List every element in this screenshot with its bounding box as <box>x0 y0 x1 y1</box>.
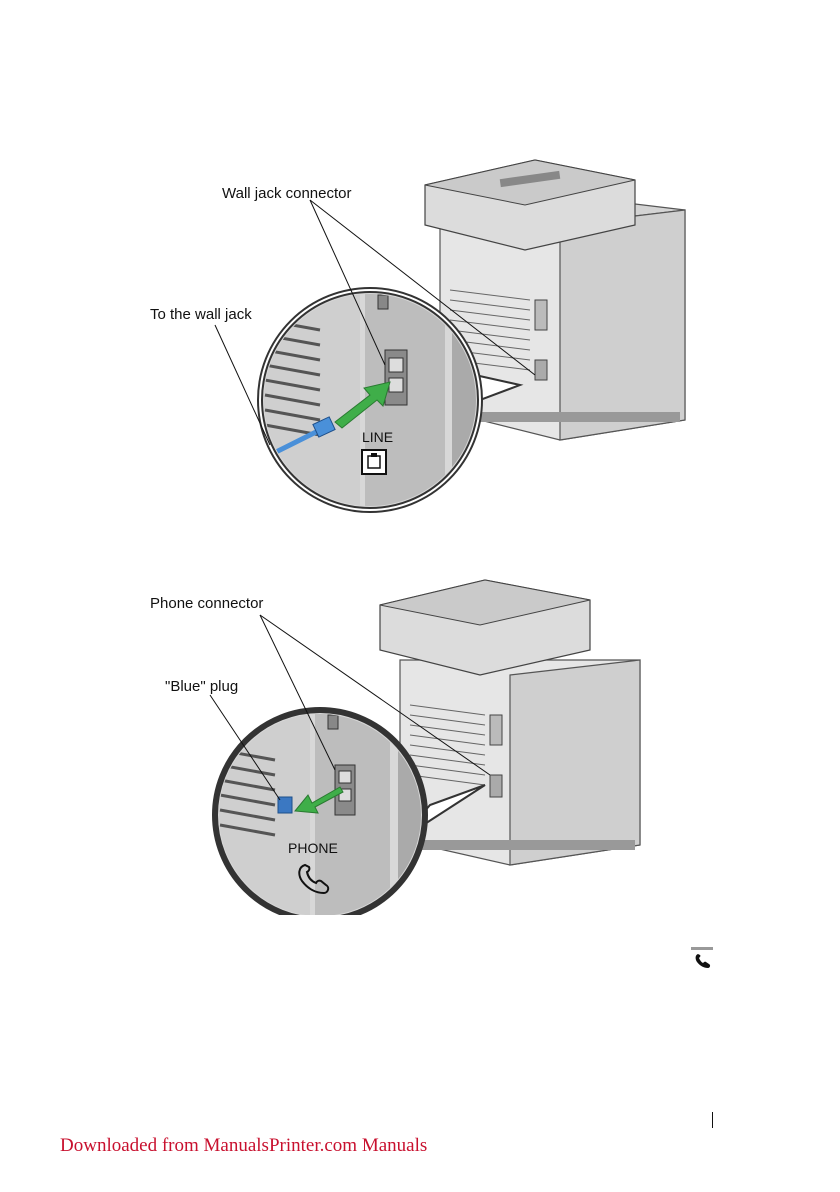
printer-illustration-2: PHONE <box>140 575 700 915</box>
manualsprinter-download-link[interactable]: Downloaded from ManualsPrinter.com Manua… <box>60 1135 427 1157</box>
phone-port-label: PHONE <box>288 840 338 856</box>
page-number-rule <box>712 1112 713 1128</box>
blue-plug-callout: "Blue" plug <box>165 678 238 695</box>
line-port-label: LINE <box>362 429 393 445</box>
line-jack-icon <box>362 450 386 474</box>
printer-illustration-1: LINE <box>140 150 700 520</box>
phone-connector-callout: Phone connector <box>150 595 263 612</box>
figure-phone-connector: PHONE Phone connector "Blue" plug <box>140 575 700 915</box>
to-wall-jack-callout: To the wall jack <box>150 306 252 323</box>
wall-jack-connector-callout: Wall jack connector <box>222 185 352 202</box>
figure-wall-jack: LINE Wall jack connector To the wall jac… <box>140 150 700 520</box>
phone-icon <box>688 946 722 972</box>
